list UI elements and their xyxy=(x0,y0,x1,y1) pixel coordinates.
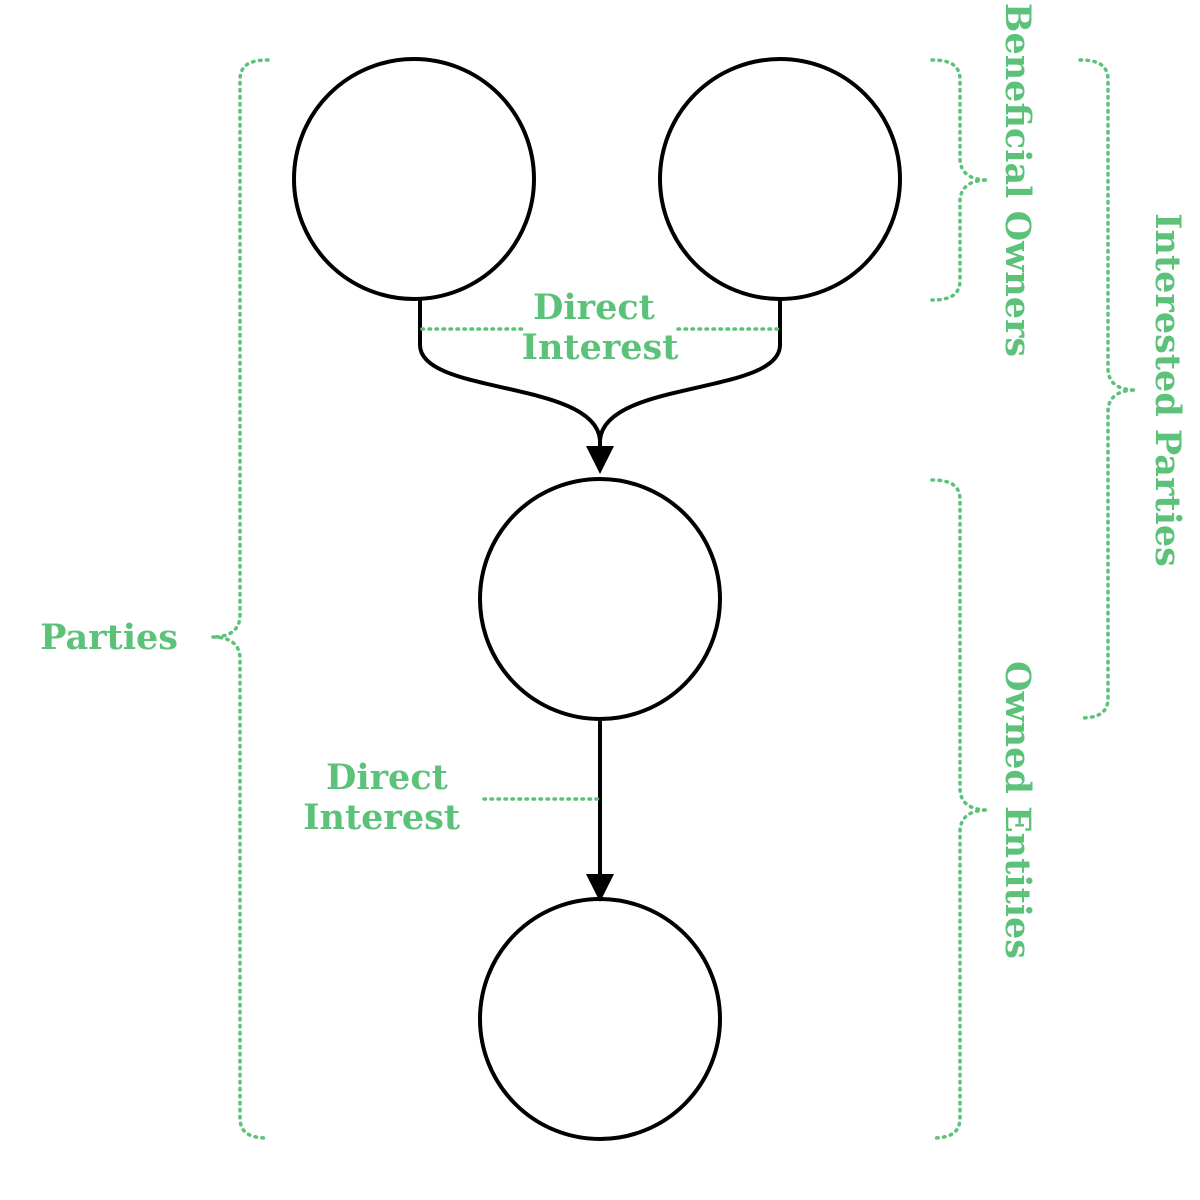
label-parties: Parties xyxy=(40,617,178,658)
label-direct-interest-top: Direct Interest xyxy=(522,287,679,368)
brace-beneficial-owners xyxy=(930,58,989,302)
arrowhead-top xyxy=(586,446,614,474)
label-interested-parties: Interested Parties xyxy=(1147,213,1188,567)
beneficial-owner-node-left xyxy=(292,57,536,301)
owned-entity-node-middle xyxy=(478,477,722,721)
brace-interested-parties xyxy=(1078,58,1137,720)
label-beneficial-owners: Beneficial Owners xyxy=(997,3,1038,357)
label-owned-entities: Owned Entities xyxy=(997,661,1038,959)
beneficial-owner-node-right xyxy=(658,57,902,301)
brace-parties xyxy=(211,58,270,1140)
brace-owned-entities xyxy=(930,478,989,1140)
arrowhead-bottom xyxy=(586,874,614,902)
owned-entity-node-bottom xyxy=(478,897,722,1141)
edge-left-owner-to-entity xyxy=(418,299,602,448)
edge-right-owner-to-entity xyxy=(598,299,782,448)
label-direct-interest-bottom: Direct Interest xyxy=(303,757,460,838)
